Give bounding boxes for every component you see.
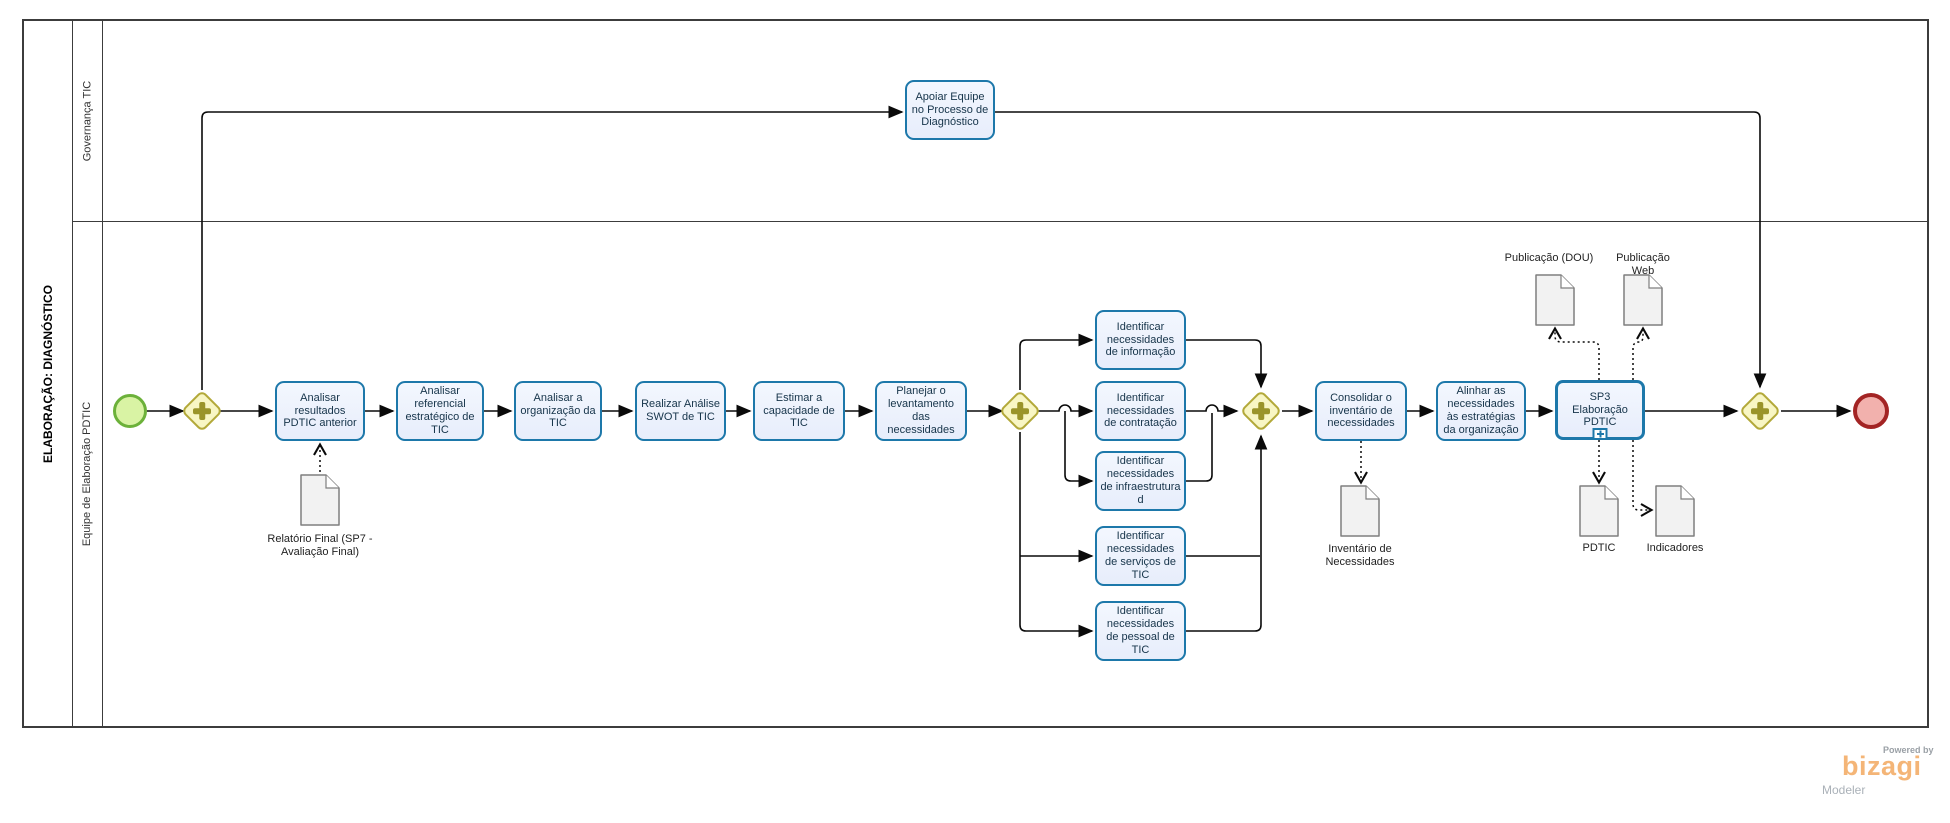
subprocess-sp3-elaboracao-pdtic[interactable]: SP3 Elaboração PDTIC bbox=[1555, 380, 1645, 440]
task-realizar-swot[interactable]: Realizar Análise SWOT de TIC bbox=[635, 381, 726, 441]
task-analisar-resultados[interactable]: Analisar resultados PDTIC anterior bbox=[275, 381, 365, 441]
subprocess-plus-icon[interactable] bbox=[1592, 428, 1608, 440]
start-event[interactable] bbox=[113, 394, 147, 428]
data-object-relatorio-final[interactable] bbox=[300, 474, 340, 526]
lane-equipe-pdtic: Equipe de Elaboração PDTIC bbox=[72, 222, 1927, 726]
task-planejar-levantamento[interactable]: Planejar o levantamento das necessidades bbox=[875, 381, 967, 441]
bizagi-modeler-text: Modeler bbox=[1822, 783, 1866, 797]
data-object-indicadores[interactable] bbox=[1655, 485, 1695, 537]
pool-elaboracao-diagnostico: ELABORAÇÃO: DIAGNÓSTICO Governança TIC E… bbox=[22, 19, 1929, 728]
publicacao-web-line1: Publicação bbox=[1616, 252, 1670, 264]
pool-title-column: ELABORAÇÃO: DIAGNÓSTICO bbox=[24, 21, 73, 726]
data-object-publicacao-dou-label: Publicação (DOU) bbox=[1504, 252, 1594, 264]
data-object-indicadores-label: Indicadores bbox=[1646, 542, 1704, 554]
task-alinhar-necessidades[interactable]: Alinhar as necessidades às estratégias d… bbox=[1436, 381, 1526, 441]
task-analisar-organizacao[interactable]: Analisar a organização da TIC bbox=[514, 381, 602, 441]
data-object-relatorio-final-label: Relatório Final (SP7 - Avaliação Final) bbox=[267, 533, 373, 558]
lane-governanca-tic: Governança TIC bbox=[72, 21, 1927, 222]
end-event[interactable] bbox=[1853, 393, 1889, 429]
task-ident-informacao[interactable]: Identificar necessidades de informação bbox=[1095, 310, 1186, 370]
lane-equipe-label-column: Equipe de Elaboração PDTIC bbox=[72, 222, 103, 726]
task-ident-pessoal[interactable]: Identificar necessidades de pessoal de T… bbox=[1095, 601, 1186, 661]
bizagi-logo[interactable]: bizagi bbox=[1842, 751, 1922, 781]
powered-by-text: Powered by bbox=[1883, 745, 1934, 755]
data-object-pdtic-label: PDTIC bbox=[1582, 542, 1616, 554]
data-object-publicacao-web-label: Publicação Web bbox=[1595, 252, 1691, 277]
data-object-publicacao-web[interactable] bbox=[1623, 274, 1663, 326]
data-object-inventario-label: Inventário de Necessidades bbox=[1325, 543, 1395, 568]
task-analisar-referencial[interactable]: Analisar referencial estratégico de TIC bbox=[396, 381, 484, 441]
lane-governanca-label-column: Governança TIC bbox=[72, 21, 103, 221]
task-consolidar-inventario[interactable]: Consolidar o inventário de necessidades bbox=[1315, 381, 1407, 441]
task-apoiar-equipe[interactable]: Apoiar Equipe no Processo de Diagnóstico bbox=[905, 80, 995, 140]
task-ident-infraestrutura[interactable]: Identificar necessidades de infraestrutu… bbox=[1095, 451, 1186, 511]
task-estimar-capacidade[interactable]: Estimar a capacidade de TIC bbox=[753, 381, 845, 441]
data-object-publicacao-dou[interactable] bbox=[1535, 274, 1575, 326]
data-object-pdtic[interactable] bbox=[1579, 485, 1619, 537]
data-object-inventario[interactable] bbox=[1340, 485, 1380, 537]
publicacao-web-line2: Web bbox=[1631, 264, 1655, 277]
task-ident-servicos[interactable]: Identificar necessidades de serviços de … bbox=[1095, 526, 1186, 586]
subprocess-sp3-label: SP3 Elaboração PDTIC bbox=[1572, 390, 1628, 429]
task-ident-contratacao[interactable]: Identificar necessidades de contratação bbox=[1095, 381, 1186, 441]
